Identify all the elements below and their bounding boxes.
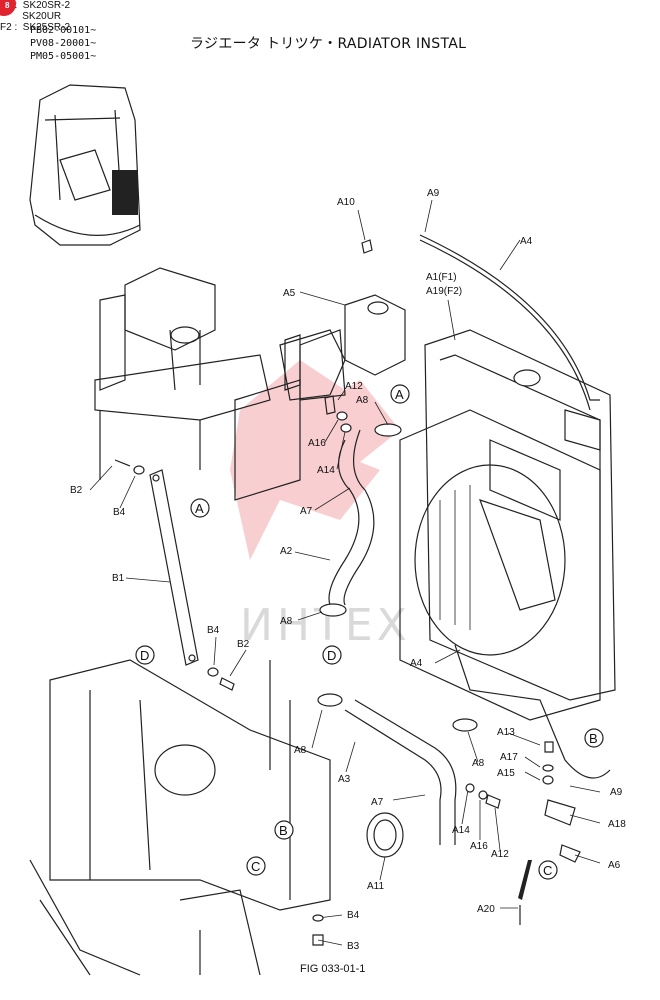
callout-label: A12: [345, 381, 363, 392]
marker-circle: [135, 645, 155, 665]
marker-label: A: [195, 501, 204, 516]
callout-label: A16: [470, 841, 488, 852]
machine-thumbnail: [29, 84, 141, 246]
callout-label: A7: [300, 506, 313, 517]
serial-line: PB02-00101~: [30, 25, 97, 36]
callout-label: A12: [491, 849, 509, 860]
marker-circle: [322, 645, 342, 665]
callout-label: B2: [70, 485, 83, 496]
marker-circle: [390, 384, 410, 404]
overflow-hose: [419, 234, 600, 401]
callout-label: B1: [112, 573, 125, 584]
callout-label: B2: [237, 639, 250, 650]
model-line: SK20UR: [0, 11, 62, 22]
radiator-core: [399, 329, 616, 721]
marker-label: C: [251, 859, 260, 874]
callout-label: A8: [280, 616, 293, 627]
callout-label: B3: [347, 941, 360, 952]
callout-label: A18: [608, 819, 626, 830]
callout-label: A8: [294, 745, 307, 756]
marker-label: D: [327, 648, 336, 663]
callout-label: A11: [367, 881, 384, 892]
callout-label: B4: [207, 625, 220, 636]
serial-numbers: PB02-00101~ PV08-20001~ PM05-05001~: [30, 24, 96, 63]
callout-label: A6: [608, 860, 621, 871]
callout-label: A20: [477, 904, 495, 915]
serial-line: PV08-20001~: [30, 38, 97, 49]
marker-circle: [274, 820, 294, 840]
callout-label: A9: [427, 188, 440, 199]
callout-label: A8: [472, 758, 485, 769]
badge-glyph: 8: [5, 1, 10, 10]
callout-label: A2: [280, 546, 293, 557]
overflow-hose-lower: [454, 644, 611, 779]
callout-label: A4: [410, 658, 423, 669]
reference-markers: A A D D B B C C: [135, 384, 604, 880]
marker-label: B: [589, 731, 598, 746]
marker-label: C: [543, 863, 552, 878]
marker-circle: [190, 498, 210, 518]
callout-labels: A9 A4 A10 A1(F1) A19(F2) A5 A12 A8 A16 A…: [70, 188, 626, 952]
callout-label: A9: [610, 787, 623, 798]
callout-label: A3: [338, 774, 351, 785]
leader-a20: [518, 860, 532, 900]
callout-label: A8: [356, 395, 369, 406]
callout-label: B4: [113, 507, 126, 518]
corner-badge: 8: [0, 0, 16, 16]
bracket-b1: [114, 459, 199, 666]
reservoir-tank: [284, 294, 406, 401]
watermark-logo: [230, 360, 400, 560]
lower-hose: [317, 693, 478, 858]
marker-circle: [246, 856, 266, 876]
callout-label: B4: [347, 910, 360, 921]
callout-label: A7: [371, 797, 384, 808]
callout-label: A13: [497, 727, 515, 738]
callout-label: A15: [497, 768, 515, 779]
callout-label: A17: [500, 752, 518, 763]
marker-label: A: [395, 387, 404, 402]
serial-line: PM05-05001~: [30, 51, 97, 62]
hardware-fasteners: [207, 239, 581, 946]
engine-assembly: [94, 267, 346, 501]
model-line: F2 : SK25SR-2: [0, 22, 71, 33]
frame-structure: [29, 659, 331, 976]
page-title: ラジエータ トリツケ・RADIATOR INSTAL: [190, 36, 467, 52]
radiator-highlight: [112, 170, 138, 215]
callout-label: A10: [337, 197, 355, 208]
callout-label: A5: [283, 288, 296, 299]
callout-label: A4: [520, 236, 533, 247]
callout-label: A14: [452, 825, 470, 836]
callout-label: A19(F2): [426, 286, 462, 297]
callout-label: A1(F1): [426, 272, 457, 283]
marker-circle: [584, 728, 604, 748]
callout-label: A16: [308, 438, 326, 449]
callout-label: A14: [317, 465, 335, 476]
marker-circle: [538, 860, 558, 880]
figure-number: FIG 033-01-1: [300, 963, 366, 975]
marker-label: B: [279, 823, 288, 838]
upper-hose: [319, 423, 402, 617]
marker-label: D: [140, 648, 149, 663]
